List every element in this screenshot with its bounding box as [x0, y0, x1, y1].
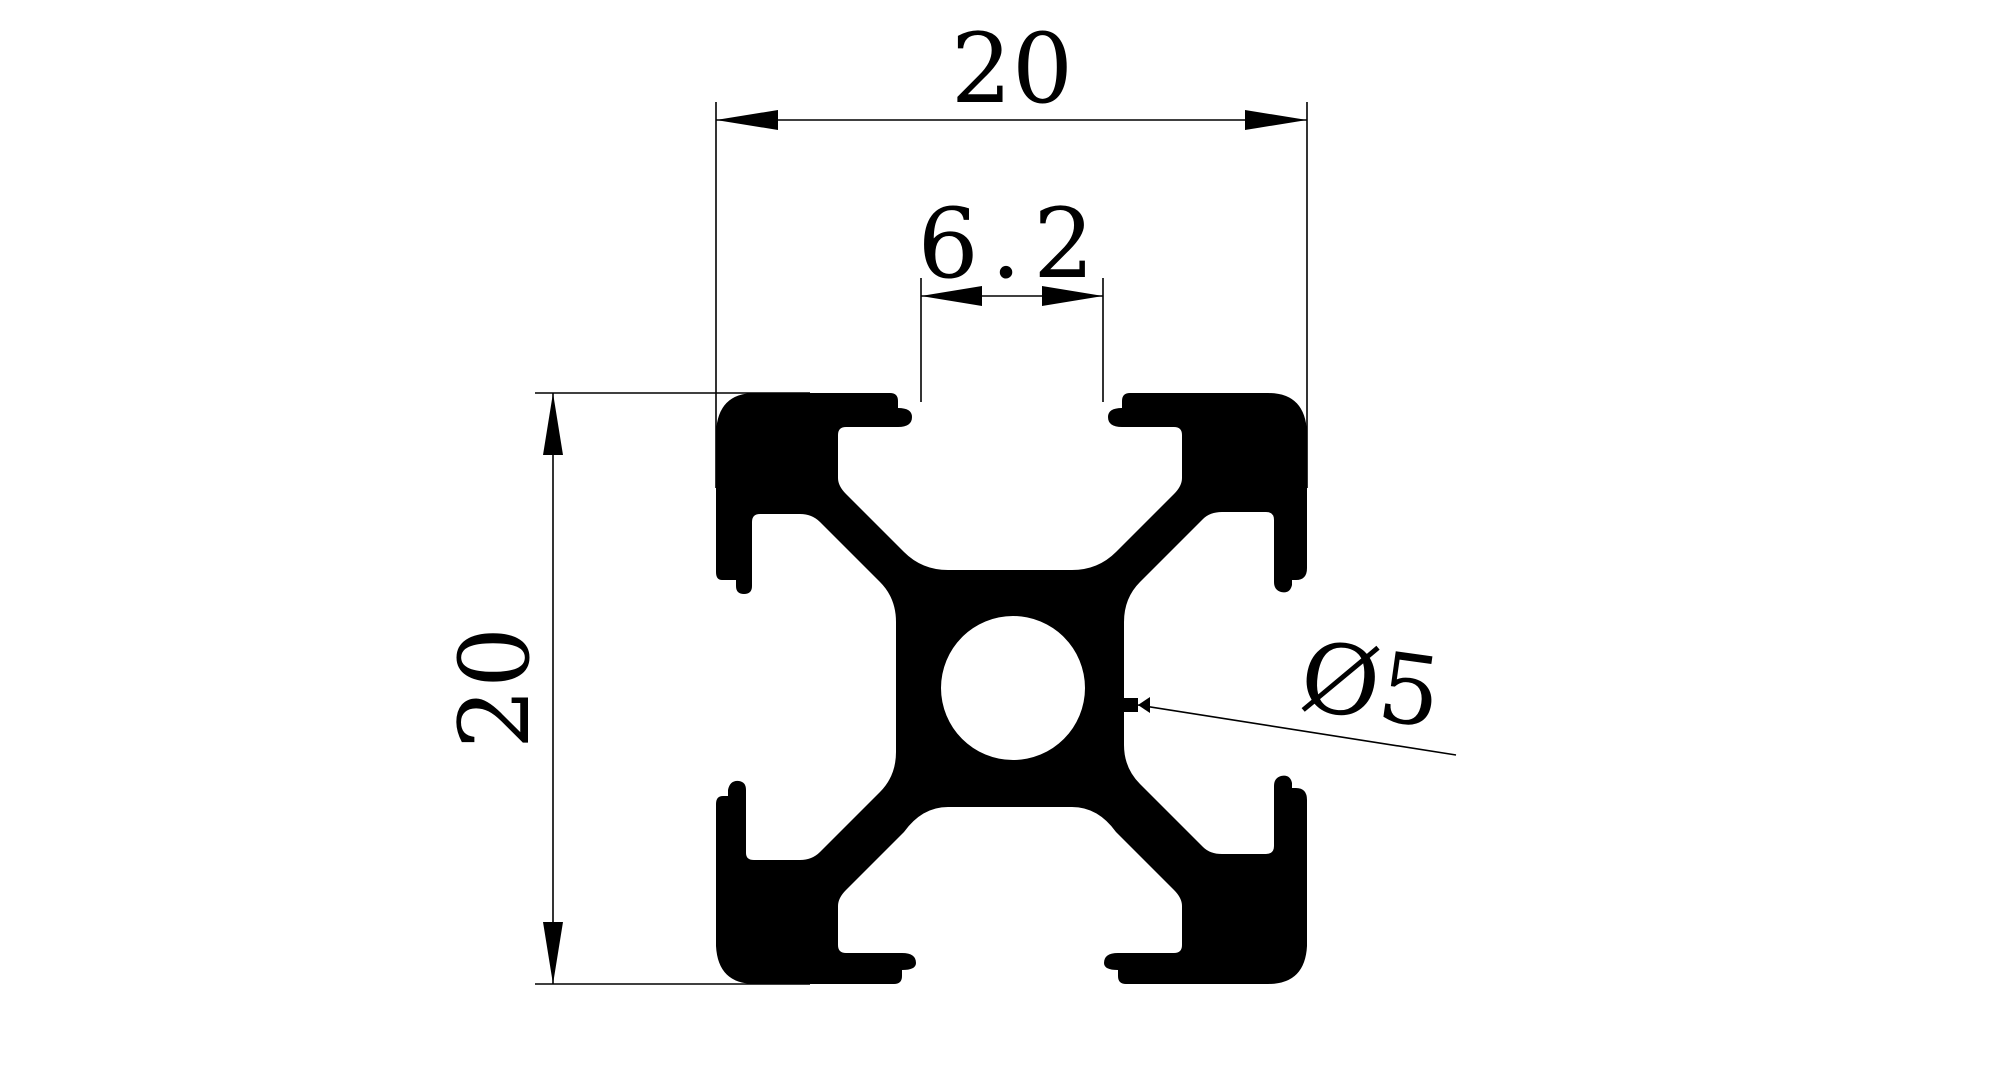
- width-arrow-left: [716, 110, 778, 130]
- width-label: 20: [951, 13, 1073, 125]
- bore-diameter-label: Ø5: [1294, 620, 1448, 750]
- slot-arrow-right: [1042, 286, 1103, 306]
- profile-body: [716, 393, 1307, 984]
- slot-dimension: 6.2: [918, 188, 1107, 402]
- height-label: 20: [439, 627, 551, 749]
- bore-dimension: Ø5: [1137, 620, 1457, 756]
- height-dimension: 20: [439, 392, 810, 985]
- width-dimension: 20: [715, 13, 1308, 488]
- height-arrow-bottom: [543, 922, 563, 984]
- slot-label: 6.2: [918, 188, 1107, 300]
- aluminum-profile-section: [716, 393, 1307, 984]
- height-arrow-top: [543, 393, 563, 455]
- bore-leader-line: [1137, 704, 1457, 756]
- bore-leader-arrow: [1138, 697, 1150, 713]
- bore-edge-marker: [1124, 698, 1138, 712]
- slot-arrow-left: [921, 286, 982, 306]
- width-arrow-right: [1245, 110, 1307, 130]
